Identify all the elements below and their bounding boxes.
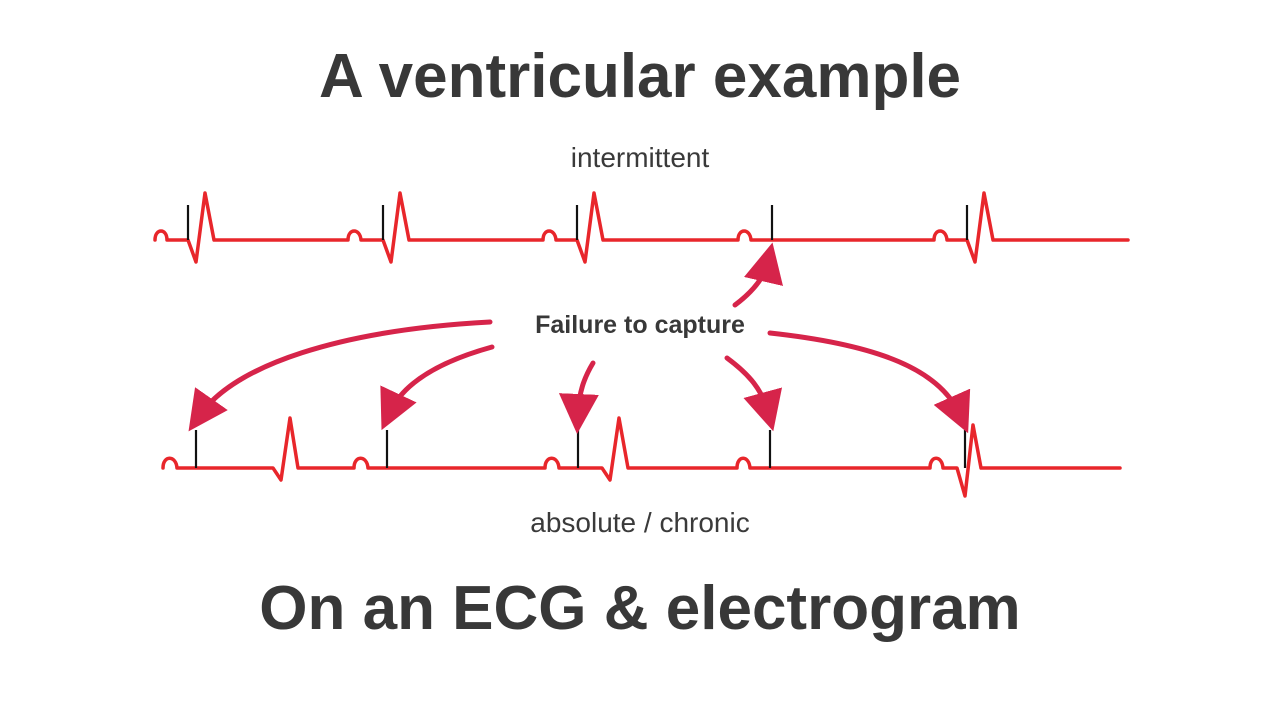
arrow-to-bottom-spike-3 — [558, 360, 599, 434]
absolute-ecg-trace — [161, 416, 1122, 498]
arrow-to-bottom-spike-5 — [767, 330, 971, 434]
intermittent-label: intermittent — [570, 142, 710, 173]
arrow-to-bottom-spike-2 — [380, 344, 495, 431]
failure-to-capture-label: Failure to capture — [535, 311, 745, 339]
arrow-to-bottom-spike-1 — [188, 319, 493, 432]
callout-arrows — [188, 242, 971, 434]
arrow-to-bottom-spike-4 — [724, 355, 783, 432]
intermittent-strip — [153, 191, 1130, 264]
diagram-title: A ventricular example — [318, 42, 962, 111]
absolute-strip — [161, 416, 1122, 498]
absolute-chronic-label: absolute / chronic — [530, 507, 750, 538]
intermittent-ecg-trace — [153, 191, 1130, 264]
diagram-subtitle: On an ECG & electrogram — [259, 574, 1021, 643]
arrow-to-top-missed-beat — [732, 242, 783, 308]
